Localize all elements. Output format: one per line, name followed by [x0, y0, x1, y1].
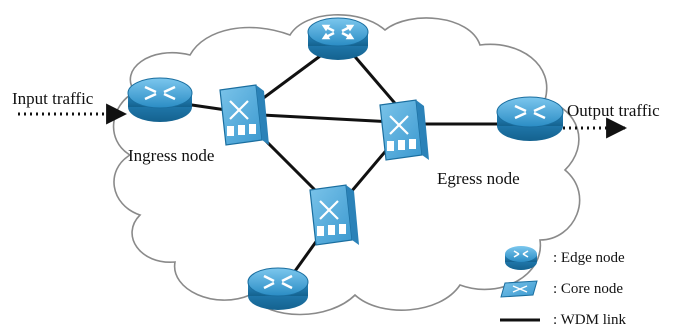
- output-traffic-label: Output traffic: [567, 101, 660, 120]
- legend-wdm-link-text: : WDM link: [553, 312, 627, 328]
- core-node-right-icon: [379, 99, 429, 161]
- edge-node-egress-icon: [496, 96, 564, 141]
- link-coreleft-coreright: [261, 113, 396, 124]
- legend-edge-node-icon: [505, 246, 537, 270]
- edge-node-top-icon: [307, 17, 369, 60]
- legend-core-node-text: : Core node: [553, 281, 623, 297]
- core-node-left-icon: [219, 84, 269, 146]
- core-node-bottom-icon: [309, 184, 359, 246]
- legend-edge-node-text: : Edge node: [553, 250, 625, 266]
- edge-node-bottom-icon: [247, 267, 309, 310]
- egress-node-label: Egress node: [437, 169, 520, 188]
- legend-core-node-icon: [500, 280, 538, 298]
- ingress-node-label: Ingress node: [128, 146, 215, 165]
- edge-node-ingress-icon: [127, 77, 193, 122]
- input-traffic-label: Input traffic: [12, 89, 94, 108]
